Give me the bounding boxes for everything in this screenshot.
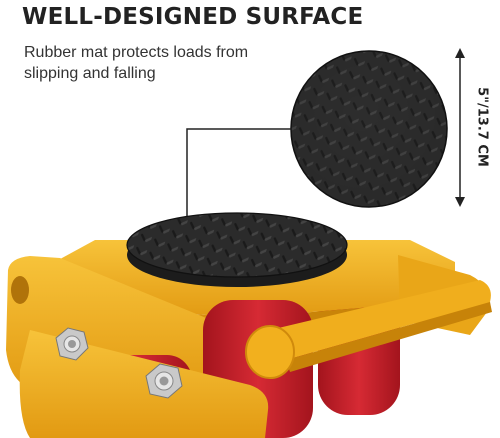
side-plate	[19, 330, 269, 438]
headline: WELL-DESIGNED SURFACE	[22, 4, 364, 30]
subtitle: Rubber mat protects loads from slipping …	[24, 44, 249, 82]
dimension-arrow	[455, 48, 465, 207]
rubber-mat-closeup	[290, 50, 448, 208]
handle-bar	[245, 280, 492, 379]
rubber-mat-disc	[126, 212, 348, 287]
callout-line	[186, 128, 292, 230]
dimension-label: 5"/13.7 CM	[474, 87, 490, 167]
bolt-right	[145, 363, 183, 399]
bolt-left	[55, 327, 89, 361]
